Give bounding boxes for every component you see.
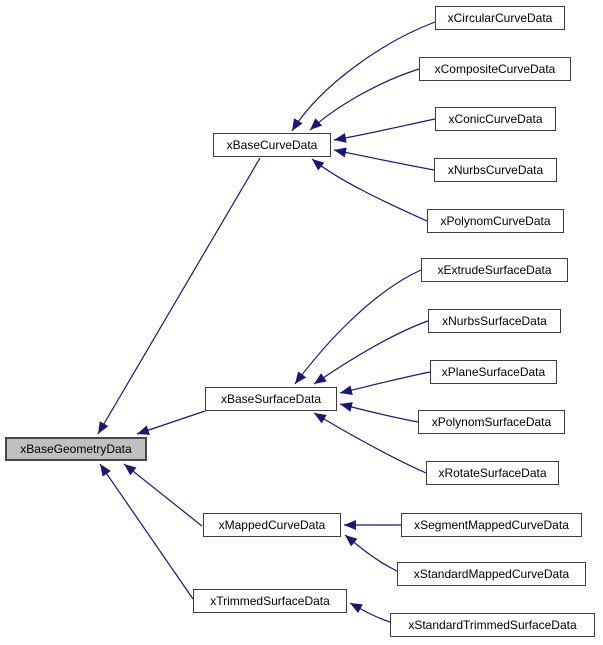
node-xTrimmedSurfaceData[interactable]: xTrimmedSurfaceData — [193, 589, 347, 613]
edge-composite-to-basecurve — [309, 68, 420, 131]
node-xMappedCurveData[interactable]: xMappedCurveData — [203, 513, 341, 537]
edge-plane-to-basesurface — [339, 371, 431, 396]
edge-trimmed-to-root — [99, 463, 194, 600]
node-xCompositeCurveData[interactable]: xCompositeCurveData — [419, 57, 571, 81]
edge-nurbssurface-to-basesurface — [313, 320, 429, 385]
node-label: xStandardTrimmedSurfaceData — [408, 618, 577, 632]
node-xRotateSurfaceData[interactable]: xRotateSurfaceData — [426, 461, 559, 485]
node-xStandardMappedCurveData[interactable]: xStandardMappedCurveData — [397, 562, 586, 586]
edge-rotate-to-basesurface — [313, 412, 427, 474]
node-xConicCurveData[interactable]: xConicCurveData — [435, 107, 556, 131]
node-xSegmentMappedCurveData[interactable]: xSegmentMappedCurveData — [401, 513, 582, 537]
node-xBaseSurfaceData[interactable]: xBaseSurfaceData — [205, 387, 337, 411]
node-xPolynomSurfaceData[interactable]: xPolynomSurfaceData — [418, 410, 565, 434]
node-label: xExtrudeSurfaceData — [437, 263, 552, 277]
node-label: xStandardMappedCurveData — [413, 567, 570, 581]
edge-polynomcurve-to-basecurve — [311, 158, 428, 222]
node-label: xPolynomSurfaceData — [431, 415, 552, 429]
edge-standardtrimmed-to-trimmed — [349, 602, 391, 623]
node-xNurbsSurfaceData[interactable]: xNurbsSurfaceData — [428, 309, 561, 333]
node-label: xBaseCurveData — [226, 138, 318, 152]
node-label: xBaseGeometryData — [20, 442, 132, 456]
edge-conic-to-basecurve — [333, 118, 436, 143]
edge-nurbscurve-to-basecurve — [333, 147, 435, 171]
node-xNurbsCurveData[interactable]: xNurbsCurveData — [434, 158, 557, 182]
node-xCircularCurveData[interactable]: xCircularCurveData — [435, 6, 565, 30]
node-label: xTrimmedSurfaceData — [210, 594, 330, 608]
node-xStandardTrimmedSurfaceData[interactable]: xStandardTrimmedSurfaceData — [390, 613, 595, 637]
edge-mapped-to-root — [123, 463, 203, 527]
node-xPlaneSurfaceData[interactable]: xPlaneSurfaceData — [430, 360, 557, 384]
edge-basesurface-to-root — [136, 410, 206, 435]
node-label: xMappedCurveData — [218, 518, 326, 532]
node-xExtrudeSurfaceData[interactable]: xExtrudeSurfaceData — [421, 258, 568, 282]
node-label: xRotateSurfaceData — [438, 466, 547, 480]
node-xPolynomCurveData[interactable]: xPolynomCurveData — [427, 209, 564, 233]
edge-standardmapped-to-mapped — [344, 534, 398, 572]
node-label: xPlaneSurfaceData — [441, 365, 546, 379]
edge-extrude-to-basesurface — [294, 269, 422, 385]
node-label: xBaseSurfaceData — [220, 392, 322, 406]
node-label: xNurbsSurfaceData — [442, 314, 547, 328]
node-label: xConicCurveData — [448, 112, 543, 126]
edge-polynomsurface-to-basesurface — [339, 402, 419, 423]
edge-circular-to-basecurve — [291, 21, 436, 132]
node-xBaseGeometryData: xBaseGeometryData — [5, 437, 147, 461]
node-label: xCircularCurveData — [447, 11, 553, 25]
node-label: xSegmentMappedCurveData — [414, 518, 569, 532]
node-label: xNurbsCurveData — [447, 163, 544, 177]
node-xBaseCurveData[interactable]: xBaseCurveData — [213, 133, 331, 157]
node-label: xPolynomCurveData — [440, 214, 551, 228]
node-label: xCompositeCurveData — [434, 62, 556, 76]
